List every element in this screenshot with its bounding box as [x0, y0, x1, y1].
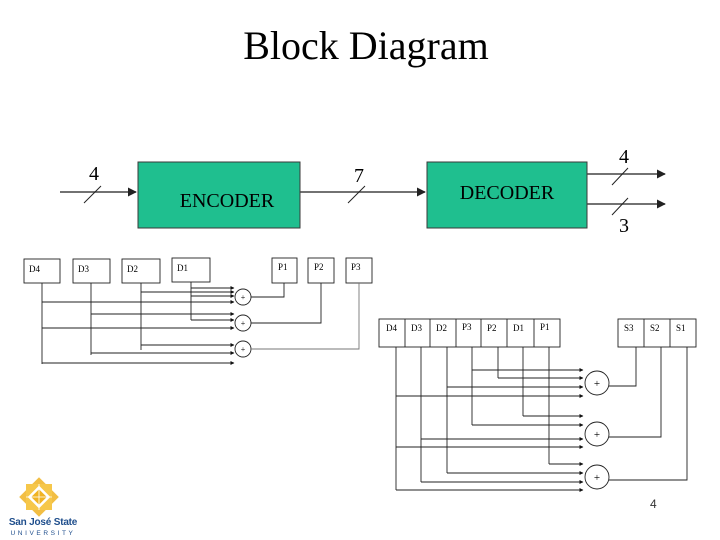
encoder-cell-p1: P1 [271, 257, 298, 284]
encoder-xor-3: + [234, 340, 252, 358]
svg-text:+: + [594, 429, 600, 441]
wire-xor1-to-p1 [251, 283, 285, 298]
decoder-syndrome-register: S3 S2 S1 [617, 318, 697, 348]
decoder-cell-p1: P1 [540, 322, 550, 332]
encoder-cell-d4: D4 [23, 258, 61, 284]
wire-xor-to-s3 [609, 347, 637, 387]
svg-text:+: + [241, 293, 246, 302]
svg-text:D4: D4 [29, 264, 40, 274]
input-bits-label: 4 [89, 163, 99, 185]
wire-xor-to-s2 [609, 347, 662, 438]
encoder-cell-d3: D3 [72, 258, 111, 284]
encoder-circuit: D4 D3 D2 D1 P1 P2 P3 [23, 257, 373, 366]
encoder-cell-p2: P2 [307, 257, 335, 284]
logo-name: San José State [8, 517, 78, 528]
encoder-cell-d1: D1 [171, 257, 211, 283]
decoder-cell-s3: S3 [624, 323, 634, 333]
wire-xor3-to-p3 [251, 283, 360, 350]
university-logo: San José State UNIVERSITY [4, 476, 77, 540]
channel-bits-label: 7 [354, 165, 364, 187]
svg-text:+: + [241, 345, 246, 354]
svg-text:D3: D3 [78, 264, 89, 274]
output-data-slash [611, 167, 629, 186]
decoder-codeword-register: D4 D3 D2 P3 P2 D1 P1 [378, 318, 561, 348]
decoder-cell-d4: D4 [386, 323, 397, 333]
svg-text:+: + [241, 319, 246, 328]
svg-text:P1: P1 [278, 262, 288, 272]
decoder-cell-s1: S1 [676, 323, 686, 333]
decoder-xor-s1: + [584, 464, 610, 490]
sjsu-sunburst-icon [19, 477, 59, 517]
channel-bus-slash [347, 185, 366, 204]
wire-xor2-to-p2 [251, 283, 322, 324]
encoder-label: ENCODER [180, 190, 275, 212]
decoder-cell-s2: S2 [650, 323, 660, 333]
decoder-block [426, 161, 588, 229]
svg-text:+: + [594, 472, 600, 484]
decoder-cell-d1: D1 [513, 323, 524, 333]
encoder-xor-1: + [234, 288, 252, 306]
decoder-xor-s3: + [584, 370, 610, 396]
decoder-label: DECODER [460, 182, 555, 204]
encoder-cell-d2: D2 [121, 258, 161, 284]
wire-xor-to-s1 [609, 347, 688, 481]
decoder-xor-s2: + [584, 421, 610, 447]
top-block-diagram: 4 ENCODER 7 DECODER 4 3 [60, 146, 666, 237]
output-data-bits-label: 4 [619, 146, 629, 168]
output-syndrome-slash [611, 197, 629, 216]
svg-text:D1: D1 [177, 263, 188, 273]
svg-text:D2: D2 [127, 264, 138, 274]
encoder-xor-2: + [234, 314, 252, 332]
svg-text:P2: P2 [314, 262, 324, 272]
encoder-cell-p3: P3 [345, 257, 373, 284]
decoder-cell-d2: D2 [436, 323, 447, 333]
slide-title: Block Diagram [243, 23, 489, 68]
decoder-cell-p2: P2 [487, 323, 497, 333]
decoder-cell-d3: D3 [411, 323, 422, 333]
decoder-circuit: D4 D3 D2 P3 P2 D1 P1 S3 S2 S1 [378, 318, 697, 493]
logo-subtitle: UNIVERSITY [10, 530, 76, 537]
encoder-block [137, 161, 301, 229]
page-number: 4 [650, 497, 657, 511]
decoder-cell-p3: P3 [462, 322, 472, 332]
output-syndrome-bits-label: 3 [619, 215, 629, 237]
svg-text:+: + [594, 378, 600, 390]
input-bus-slash [83, 185, 102, 204]
svg-text:P3: P3 [351, 262, 361, 272]
